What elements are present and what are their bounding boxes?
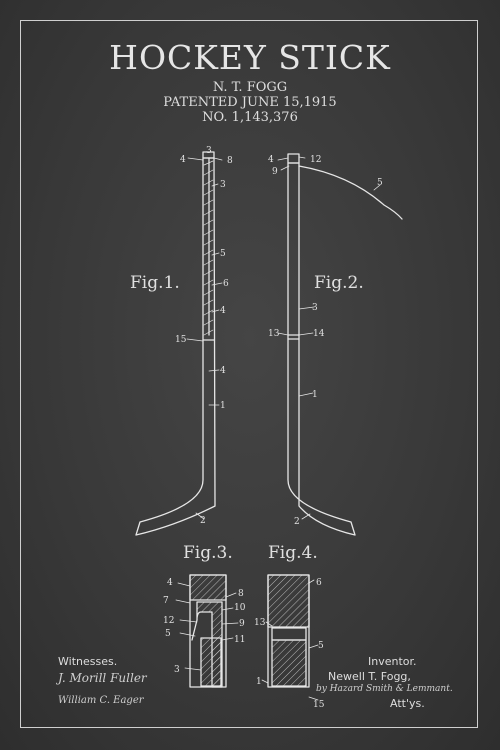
inventor-name: Newell T. Fogg, <box>328 670 411 683</box>
fig3-top-block <box>189 574 227 601</box>
f2-label-5: 5 <box>377 178 383 188</box>
f3-label-4: 4 <box>167 578 173 588</box>
f1-label-3-top: 3 <box>206 146 212 156</box>
f2-label-3: 3 <box>312 303 318 313</box>
f3-label-11: 11 <box>234 635 245 645</box>
fig1-hatching <box>203 160 214 336</box>
witness-signature-2: William C. Eager <box>58 695 144 706</box>
fig1-label: Fig.1. <box>130 273 180 293</box>
f2-label-2: 2 <box>294 517 300 527</box>
f1-label-6: 6 <box>223 279 229 289</box>
f1-label-8: 8 <box>227 156 233 166</box>
f4-label-15: 15 <box>313 700 325 710</box>
fig1-stick <box>135 151 223 536</box>
witnesses-label: Witnesses. <box>58 655 118 668</box>
fig1-leaders <box>186 157 223 520</box>
fig2-cap <box>287 153 300 164</box>
witness-signature-1: J. Morill Fuller <box>58 671 147 685</box>
f1-label-4: 4 <box>180 155 186 165</box>
f1-label-3: 3 <box>220 180 226 190</box>
f3-label-10: 10 <box>234 603 246 613</box>
fig4-section <box>261 574 319 701</box>
patent-number: NO. 1,143,376 <box>202 110 298 125</box>
attorneys-signature: by Hazard Smith & Lemmant. <box>316 684 453 694</box>
f1-label-4b: 4 <box>220 306 226 316</box>
fig4-core <box>271 639 307 687</box>
fig2-shaft-and-blade <box>287 162 356 536</box>
fig4-label: Fig.4. <box>268 543 318 563</box>
f3-label-9: 9 <box>239 619 245 629</box>
fig3-lip <box>191 619 198 641</box>
f3-label-12: 12 <box>163 616 174 626</box>
fig4-top-block <box>267 574 310 628</box>
f1-label-5: 5 <box>220 249 226 259</box>
inventor-label: Inventor. <box>368 655 417 668</box>
f4-label-13: 13 <box>254 618 266 628</box>
poster-title: HOCKEY STICK <box>109 38 391 77</box>
patent-date: PATENTED JUNE 15,1915 <box>163 95 337 110</box>
fig3-leaders <box>175 582 239 671</box>
f3-label-8: 8 <box>238 589 244 599</box>
f2-label-9: 9 <box>272 167 278 177</box>
f4-label-1: 1 <box>256 677 262 687</box>
f2-label-1: 1 <box>312 390 318 400</box>
fig2-label: Fig.2. <box>314 273 364 293</box>
fig3-core <box>200 637 222 687</box>
f2-label-14: 14 <box>313 329 325 339</box>
fig3-section <box>175 574 239 688</box>
fig2-stick <box>277 153 403 536</box>
attorneys-label: Att'ys. <box>390 697 425 710</box>
f1-label-4c: 4 <box>220 366 226 376</box>
fig2-leaders <box>277 156 381 520</box>
fig3-label: Fig.3. <box>183 543 233 563</box>
f3-label-3: 3 <box>174 665 180 675</box>
fig1-shaft-and-blade <box>135 157 216 536</box>
inventor-line: N. T. FOGG <box>212 80 288 95</box>
f3-label-5: 5 <box>165 629 171 639</box>
fig4-band <box>271 627 307 641</box>
f1-label-1: 1 <box>220 401 226 411</box>
f1-label-2: 2 <box>200 516 206 526</box>
f4-label-6: 6 <box>316 578 322 588</box>
f1-label-15: 15 <box>175 335 187 345</box>
fig4-leaders <box>261 579 319 701</box>
border-frame <box>20 20 478 728</box>
fig2-cord <box>298 165 403 220</box>
f2-label-4: 4 <box>268 155 274 165</box>
f2-label-13: 13 <box>268 329 280 339</box>
f2-label-12: 12 <box>310 155 321 165</box>
f4-label-5: 5 <box>318 641 324 651</box>
f3-label-7: 7 <box>163 596 169 606</box>
